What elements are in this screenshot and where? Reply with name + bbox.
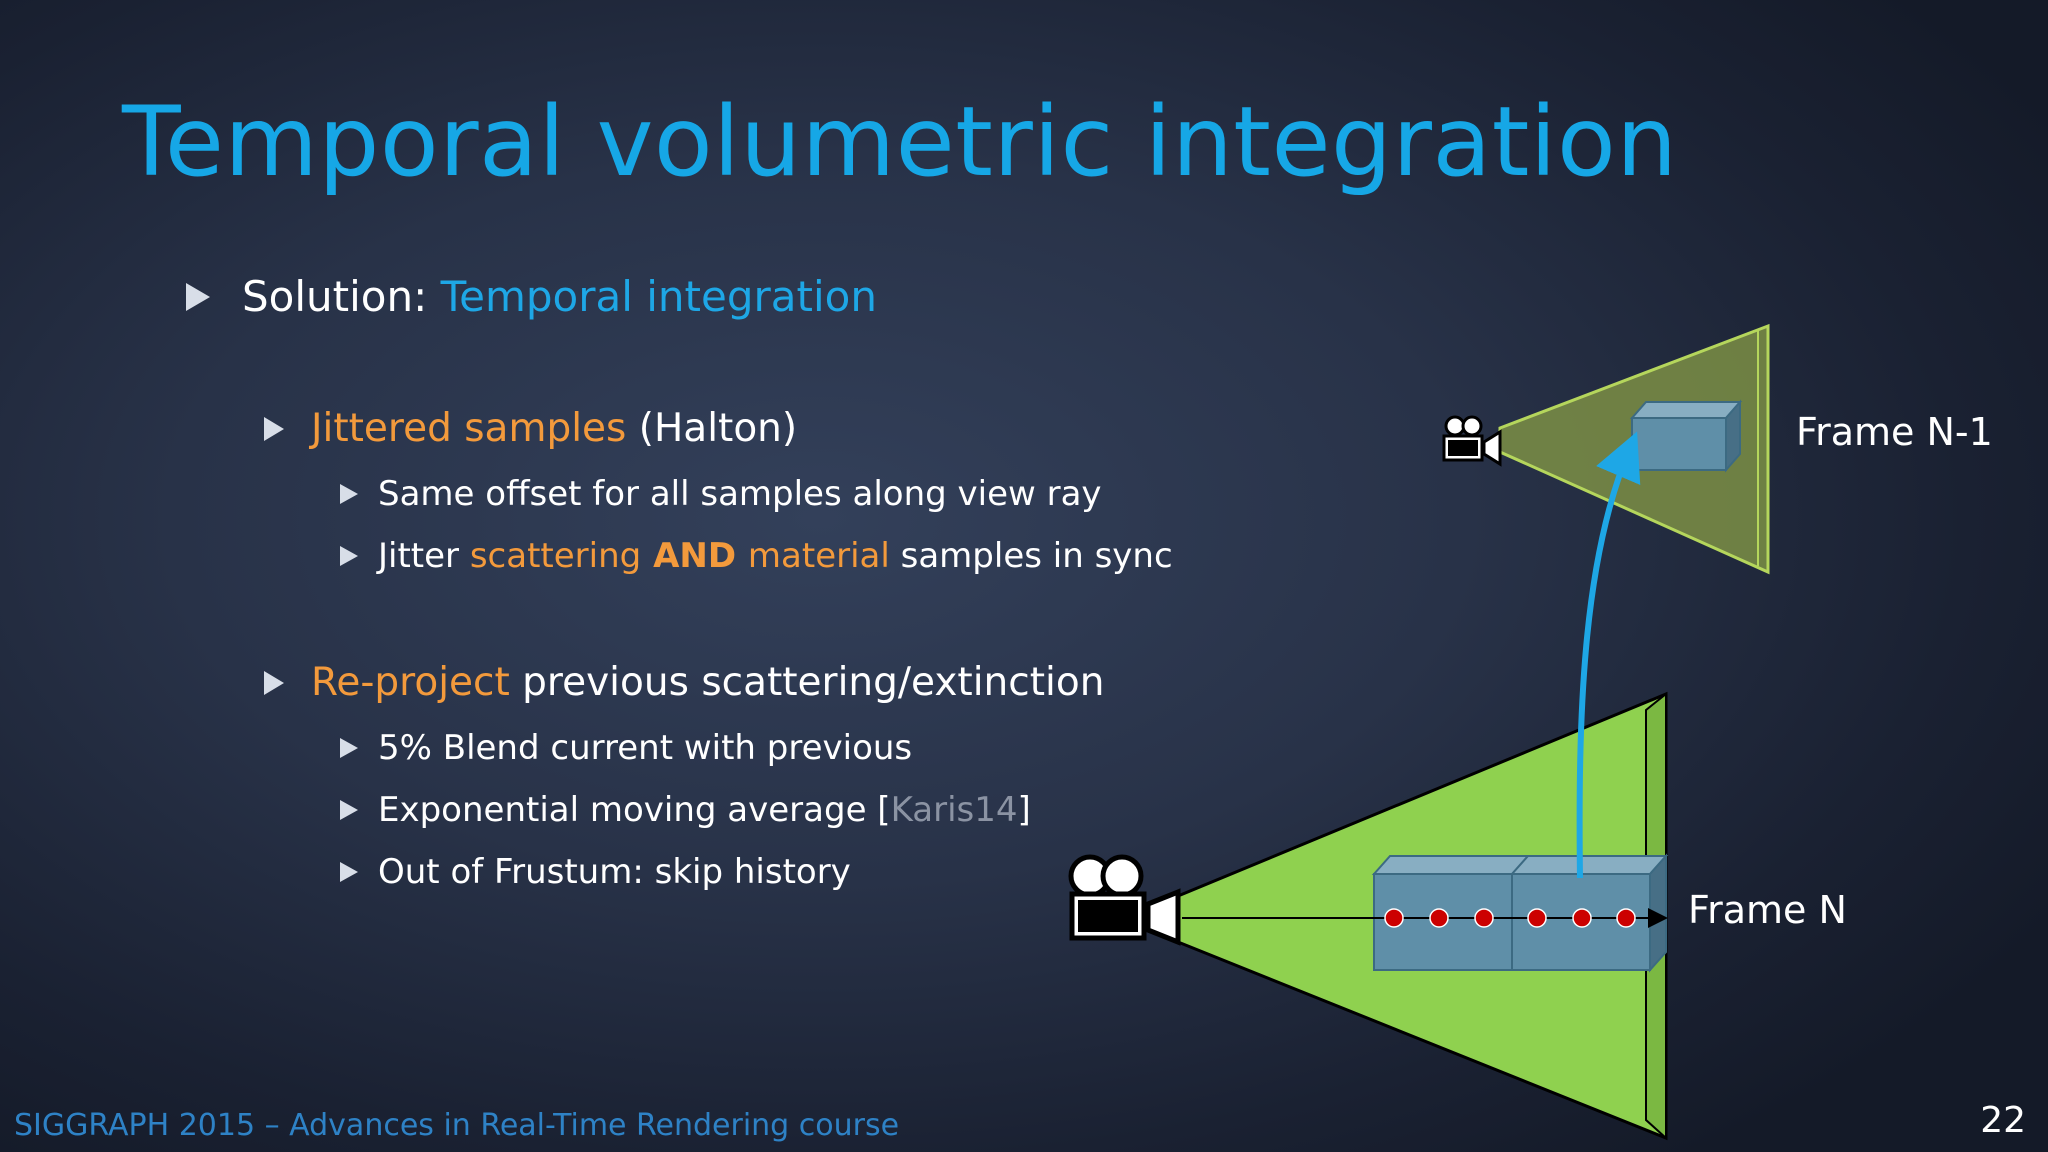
reprojection-arrow — [1576, 431, 1641, 879]
sample-point — [1572, 908, 1592, 928]
bullet-arrow-icon — [186, 282, 210, 311]
bullet-arrow-icon — [340, 484, 358, 504]
footer-course-title: SIGGRAPH 2015 – Advances in Real-Time Re… — [14, 1108, 900, 1143]
frame-prev-label: Frame N-1 — [1796, 410, 1993, 454]
frame-curr-camera-icon — [1068, 854, 1181, 946]
bullet-jitter-highlight: Jittered samples — [311, 406, 627, 451]
bullet-out-of-frustum-text: Out of Frustum: skip history — [378, 852, 851, 892]
sample-point — [1527, 908, 1547, 928]
bullet-reproject: Re-project previous scattering/extinctio… — [264, 660, 1104, 705]
sample-point — [1429, 908, 1449, 928]
bullet-reproject-highlight: Re-project — [311, 660, 510, 705]
bullet-same-offset: Same offset for all samples along view r… — [340, 474, 1102, 514]
bullet-blend: 5% Blend current with previous — [340, 728, 912, 768]
sample-point — [1384, 908, 1404, 928]
sample-point — [1474, 908, 1494, 928]
bullet-out-of-frustum: Out of Frustum: skip history — [340, 852, 851, 892]
bullet-blend-text: 5% Blend current with previous — [378, 728, 913, 768]
bullet-arrow-icon — [264, 670, 284, 695]
bullet-same-offset-text: Same offset for all samples along view r… — [378, 474, 1102, 514]
ray-samples — [1384, 908, 1636, 928]
page-number: 22 — [1980, 1100, 2026, 1141]
bullet-jitter-sync-scattering: scattering — [469, 536, 642, 576]
bullet-arrow-icon — [340, 546, 358, 566]
frame-prev-voxel — [1629, 399, 1743, 473]
bullet-arrow-icon — [340, 862, 358, 882]
bullet-arrow-icon — [264, 416, 284, 441]
bullet-ema-b: ] — [1017, 790, 1031, 830]
frame-curr-label: Frame N — [1688, 888, 1847, 932]
slide-title: Temporal volumetric integration — [122, 86, 1678, 198]
bullet-jitter-sync-a: Jitter — [378, 536, 470, 576]
bullet-jitter-sync-e: samples in sync — [889, 536, 1173, 576]
bullet-jitter-sync: Jitter scattering AND material samples i… — [340, 536, 1173, 576]
bullet-jitter-sync-and: AND — [641, 536, 748, 576]
bullet-ema-reference: Karis14 — [890, 790, 1018, 830]
bullet-arrow-icon — [340, 738, 358, 758]
bullet-solution: Solution: Temporal integration — [186, 272, 877, 321]
bullet-solution-prefix: Solution: — [242, 272, 441, 321]
bullet-solution-highlight: Temporal integration — [440, 272, 877, 321]
bullet-ema: Exponential moving average [Karis14] — [340, 790, 1031, 830]
sample-point — [1616, 908, 1636, 928]
bullet-ema-a: Exponential moving average [ — [378, 790, 891, 830]
bullet-jitter-sync-material: material — [747, 536, 890, 576]
frame-prev-camera-icon — [1442, 415, 1502, 467]
bullet-jittered-samples: Jittered samples (Halton) — [264, 406, 797, 451]
bullet-arrow-icon — [340, 800, 358, 820]
bullet-jitter-rest: (Halton) — [626, 406, 798, 451]
bullet-reproject-rest: previous scattering/extinction — [509, 660, 1105, 705]
